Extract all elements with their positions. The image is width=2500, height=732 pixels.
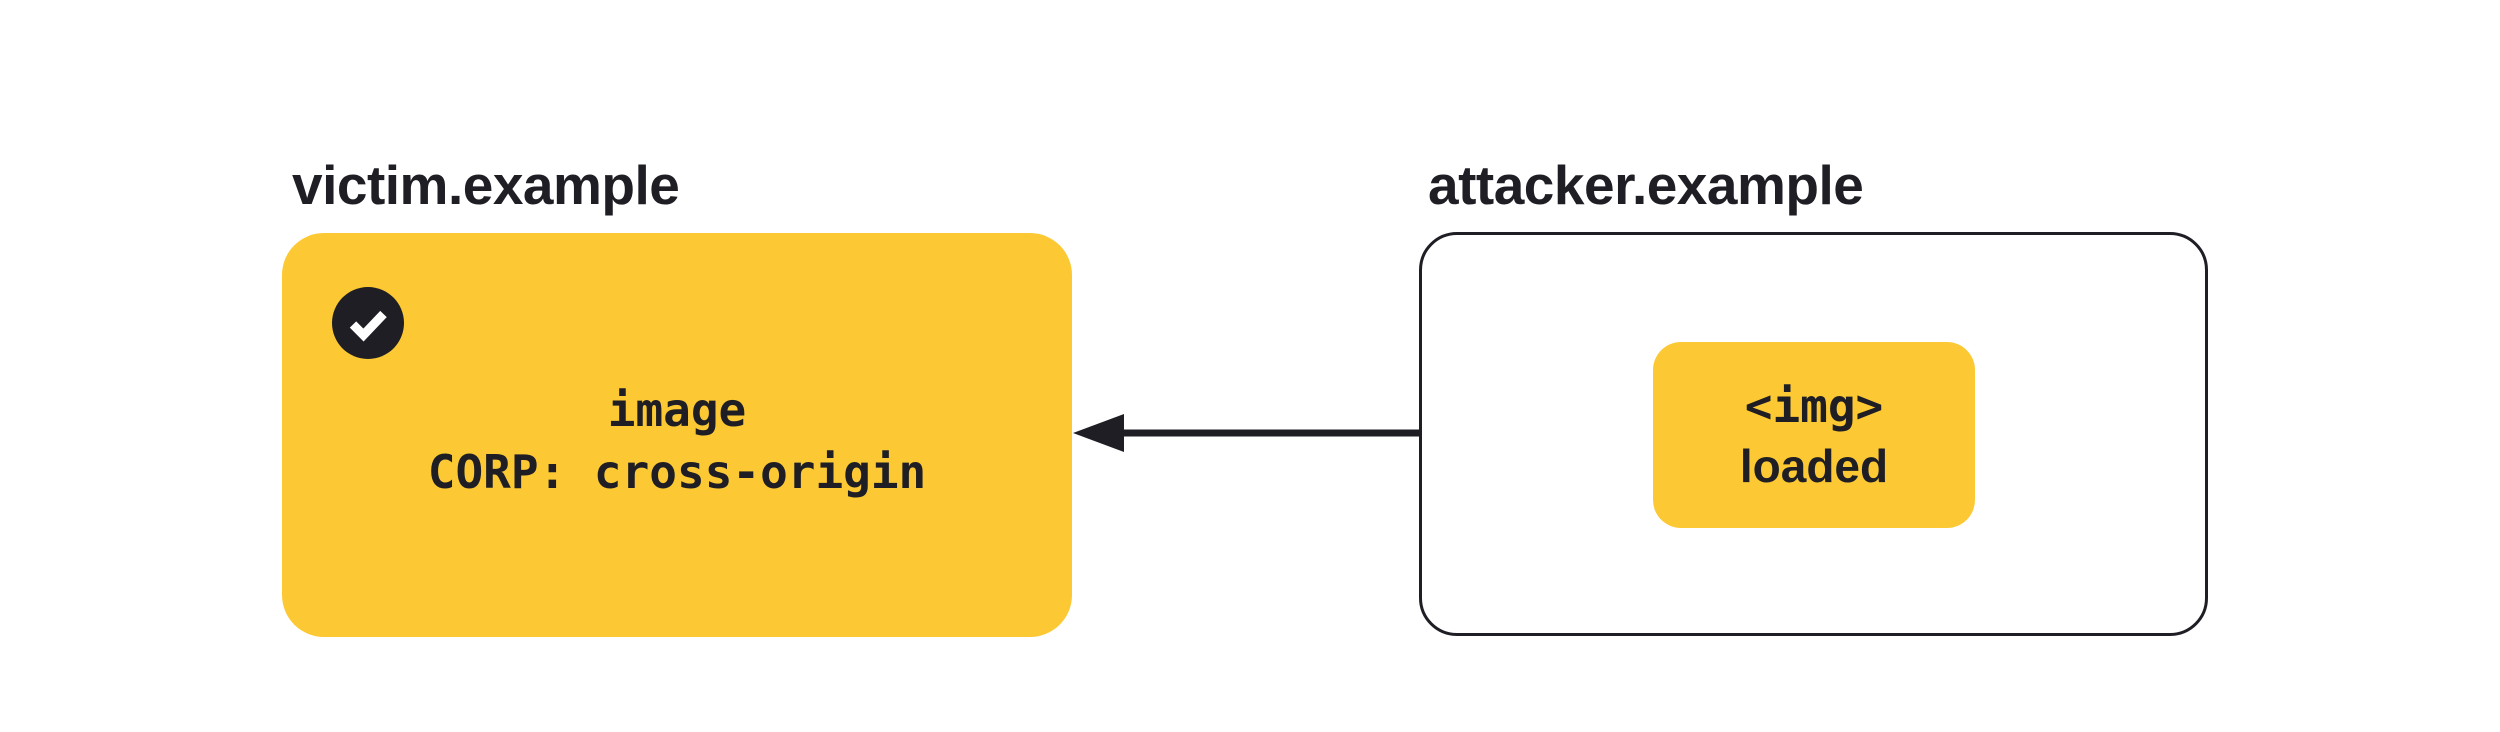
img-loaded-line: loaded [1739, 440, 1889, 492]
attacker-domain-label: attacker.example [1428, 154, 1864, 216]
img-embed-box: <img> loaded [1653, 342, 1975, 528]
checkmark-icon [332, 287, 404, 359]
victim-origin-box: image CORP: cross-origin [282, 233, 1072, 637]
victim-domain-label: victim.example [292, 154, 680, 216]
resource-type-line: image [607, 383, 747, 437]
corp-header-line: CORP: cross-origin [427, 445, 927, 499]
attacker-origin-box: <img> loaded [1419, 232, 2208, 636]
img-tag-line: <img> [1744, 379, 1884, 433]
